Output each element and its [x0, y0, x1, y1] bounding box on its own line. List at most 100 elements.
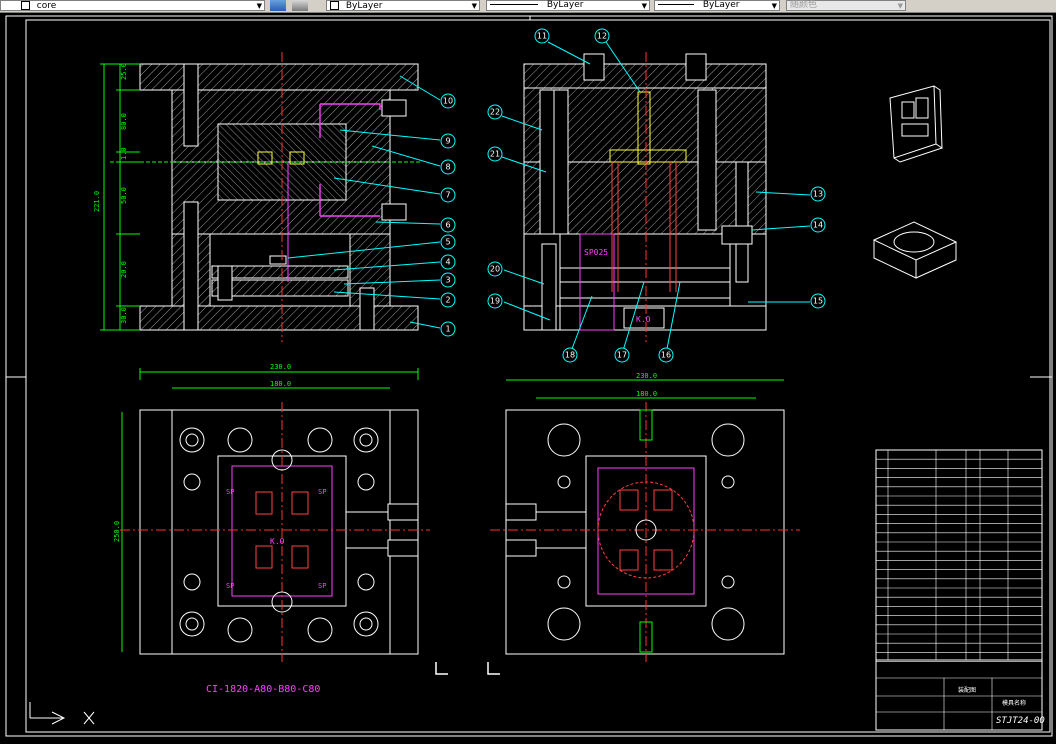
plan-view-right: 230.0 180.0 — [490, 372, 800, 662]
balloon-2: 2 — [440, 292, 456, 308]
balloon-19: 19 — [487, 293, 503, 309]
balloon-11: 11 — [534, 28, 550, 44]
svg-text:18: 18 — [565, 351, 575, 360]
balloon-1: 1 — [440, 321, 456, 337]
svg-text:13: 13 — [813, 190, 823, 199]
balloons-right: 11 12 22 21 13 14 15 20 19 18 17 16 — [487, 28, 826, 363]
corner-mark-left — [435, 662, 448, 675]
balloon-12: 12 — [594, 28, 610, 44]
svg-text:20: 20 — [490, 265, 500, 274]
svg-text:10: 10 — [443, 97, 453, 106]
section-view-right: SP025 K.O — [523, 52, 767, 342]
plan-view-left: 230.0 180.0 250.0 SP SP SP SP — [113, 363, 430, 662]
dim-plan-right-inner: 180.0 — [636, 390, 657, 398]
balloon-17: 17 — [614, 347, 630, 363]
label-sp-4: SP — [318, 582, 326, 590]
chevron-down-icon: ▼ — [471, 2, 477, 10]
svg-text:7: 7 — [445, 191, 450, 200]
svg-text:25.0: 25.0 — [120, 63, 128, 80]
svg-text:6: 6 — [445, 221, 450, 230]
lineweight-dropdown[interactable]: ByLayer ▼ — [654, 0, 780, 11]
svg-text:30.0: 30.0 — [120, 307, 128, 324]
dim-plan-left-inner: 180.0 — [270, 380, 291, 388]
dim-total-height: 221.0 — [93, 191, 101, 212]
balloon-9: 9 — [440, 133, 456, 149]
balloon-4: 4 — [440, 254, 456, 270]
balloon-5: 5 — [440, 234, 456, 250]
svg-text:21: 21 — [490, 150, 500, 159]
linetype-dropdown[interactable]: ByLayer ▼ — [486, 0, 650, 11]
balloons-left: 10 9 8 7 6 5 4 3 2 1 — [440, 93, 456, 337]
svg-text:17: 17 — [617, 351, 627, 360]
drawing-number: STJT24-00 — [996, 716, 1045, 726]
leaders-right — [501, 41, 811, 355]
make-layer-current-icon[interactable] — [270, 0, 286, 11]
svg-text:2: 2 — [445, 296, 450, 305]
balloon-16: 16 — [658, 347, 674, 363]
balloon-18: 18 — [562, 347, 578, 363]
layer-dropdown[interactable]: core ▼ — [0, 0, 265, 11]
balloon-6: 6 — [440, 217, 456, 233]
svg-text:20.0: 20.0 — [120, 261, 128, 278]
dim-plan-left-side: 250.0 — [113, 521, 121, 542]
svg-text:12: 12 — [597, 32, 607, 41]
drawing-canvas[interactable]: 221.0 25.0 80.0 1.0 50.0 20.0 30.0 10 9 … — [0, 12, 1056, 740]
color-dropdown[interactable]: ByLayer ▼ — [326, 0, 480, 11]
balloon-20: 20 — [487, 261, 503, 277]
svg-text:14: 14 — [813, 221, 823, 230]
svg-text:5: 5 — [445, 238, 450, 247]
svg-text:11: 11 — [537, 32, 547, 41]
chevron-down-icon: ▼ — [641, 2, 647, 10]
lineweight-preview — [658, 4, 694, 5]
inner-border — [25, 19, 1051, 733]
chevron-down-icon: ▼ — [897, 2, 903, 10]
svg-text:15: 15 — [813, 297, 823, 306]
svg-text:1: 1 — [445, 325, 450, 334]
balloon-8: 8 — [440, 159, 456, 175]
svg-text:4: 4 — [445, 258, 450, 267]
balloon-15: 15 — [810, 293, 826, 309]
chevron-down-icon: ▼ — [771, 2, 777, 10]
leaders-left — [287, 75, 441, 329]
svg-text:22: 22 — [490, 108, 500, 117]
balloon-14: 14 — [810, 217, 826, 233]
svg-text:16: 16 — [661, 351, 671, 360]
balloon-3: 3 — [440, 272, 456, 288]
mold-spec-label: CI-1820-A80-B80-C80 — [206, 684, 320, 695]
plotstyle-dropdown[interactable]: 随颜色 ▼ — [786, 0, 906, 11]
isometric-part-1 — [889, 85, 943, 163]
outer-border — [5, 15, 1053, 737]
svg-text:9: 9 — [445, 137, 450, 146]
balloon-10: 10 — [440, 93, 456, 109]
color-swatch — [330, 1, 339, 10]
dim-plan-left-outer: 230.0 — [270, 363, 291, 371]
isometric-part-2 — [872, 221, 958, 279]
label-sp-1: SP — [226, 488, 234, 496]
layer-color-swatch — [20, 1, 30, 10]
svg-text:80.0: 80.0 — [120, 113, 128, 130]
layer-name: core — [36, 1, 57, 11]
cad-drawing: 221.0 25.0 80.0 1.0 50.0 20.0 30.0 10 9 … — [5, 15, 1053, 737]
title-block: 装配图 模具名称 STJT24-00 — [875, 449, 1045, 731]
layer-previous-icon[interactable] — [292, 0, 308, 11]
balloon-21: 21 — [487, 146, 503, 162]
chevron-down-icon: ▼ — [256, 2, 262, 10]
ucs-icon — [29, 702, 95, 725]
dim-plan-right-outer: 230.0 — [636, 372, 657, 380]
svg-text:模具名称: 模具名称 — [1002, 699, 1026, 707]
svg-text:3: 3 — [445, 276, 450, 285]
svg-text:装配图: 装配图 — [958, 686, 976, 694]
label-ko-plan: K.O — [270, 537, 285, 546]
svg-text:50.0: 50.0 — [120, 187, 128, 204]
svg-text:8: 8 — [445, 163, 450, 172]
properties-toolbar: core ▼ ByLayer ▼ ByLayer ▼ ByLayer ▼ 随颜色… — [0, 0, 1056, 13]
label-sp-3: SP — [226, 582, 234, 590]
section-view-left: 221.0 25.0 80.0 1.0 50.0 20.0 30.0 — [93, 52, 420, 342]
layer-state-icon — [4, 2, 18, 10]
label-ko-section: K.O — [636, 315, 651, 324]
svg-text:1.0: 1.0 — [120, 147, 128, 160]
label-sp-2: SP — [318, 488, 326, 496]
linetype-preview — [490, 4, 538, 5]
label-sp025: SP025 — [584, 248, 608, 257]
balloon-13: 13 — [810, 186, 826, 202]
